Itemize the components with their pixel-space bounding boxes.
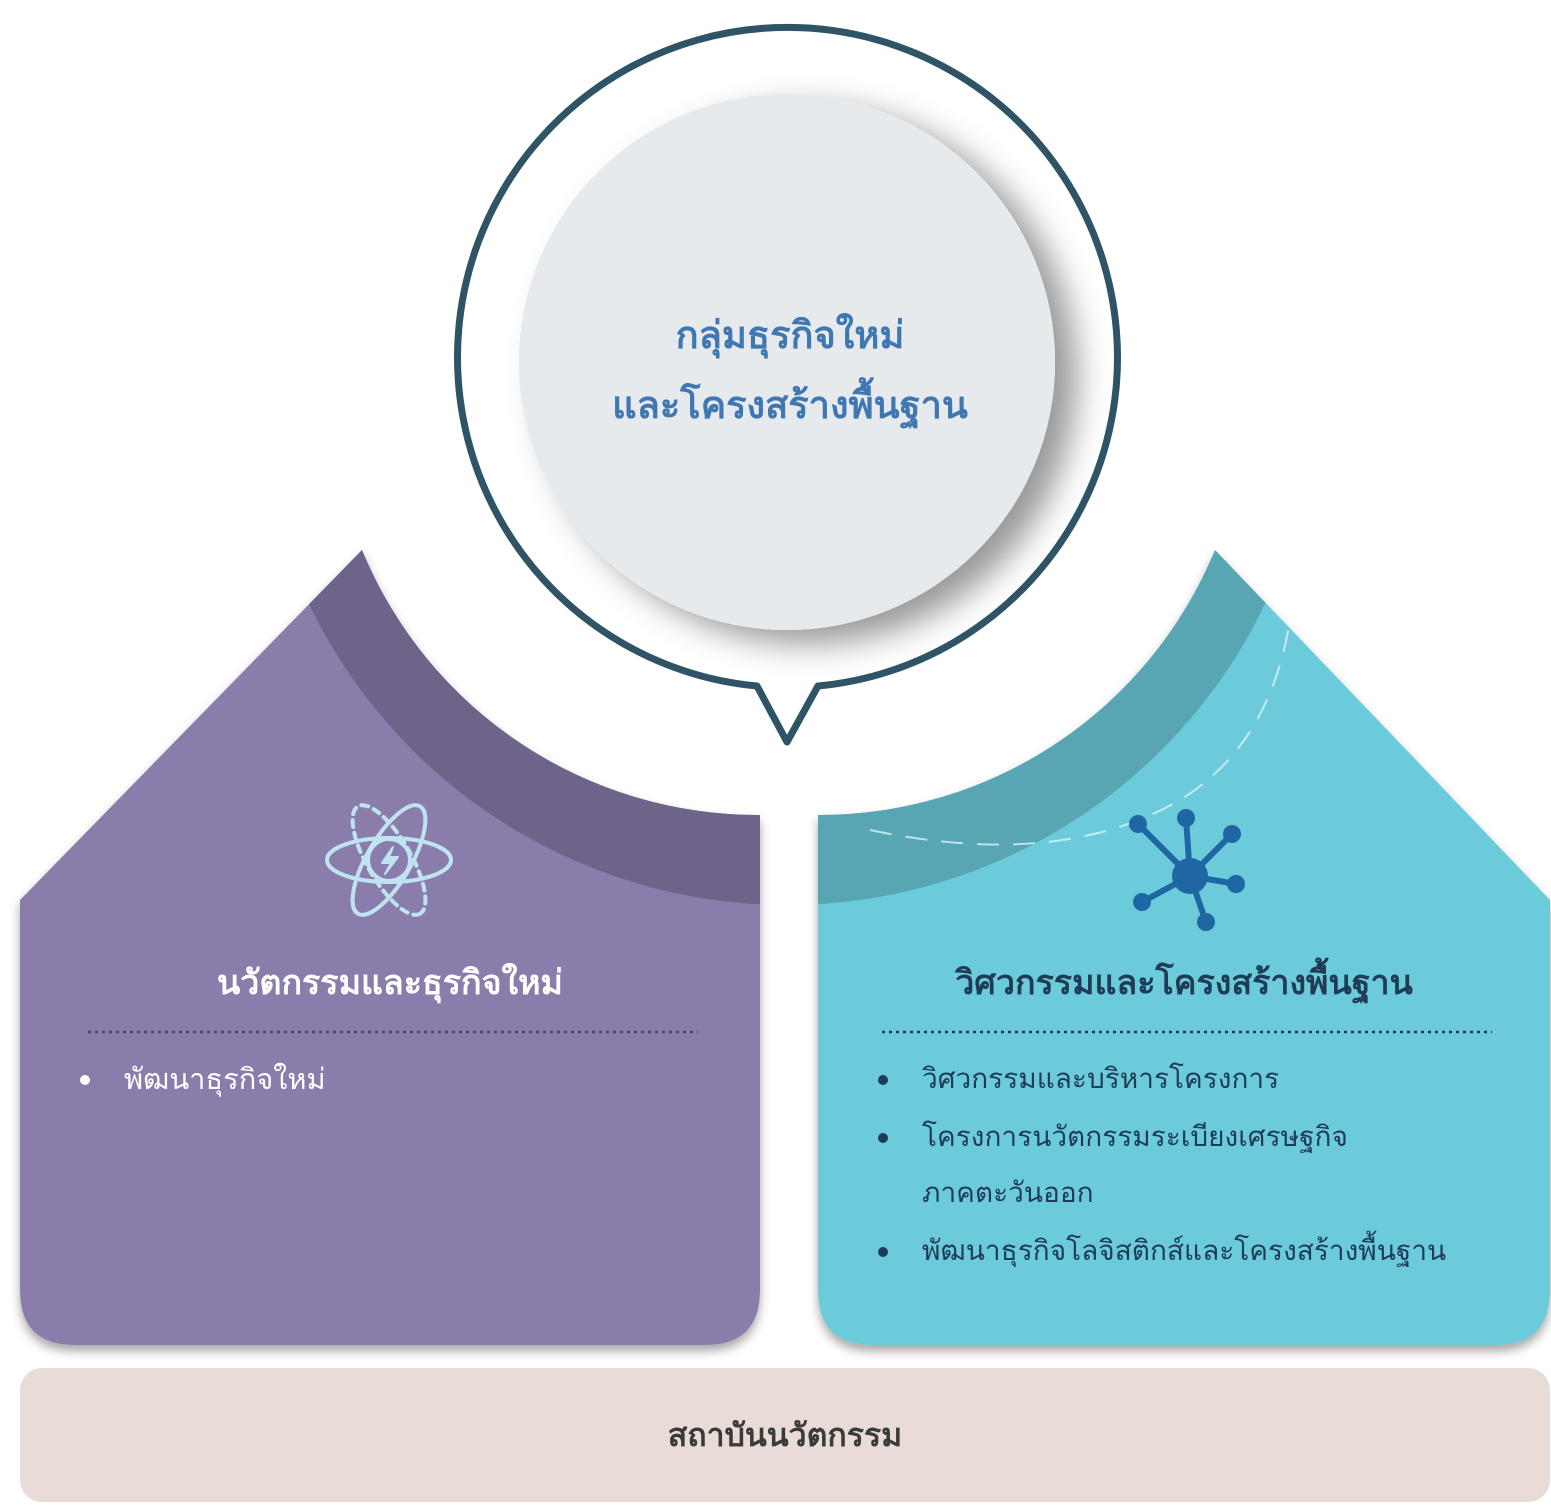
center-title: กลุ่มธุรกิจใหม่ และโครงสร้างพื้นฐาน: [520, 300, 1060, 440]
network-nodes-icon: [1129, 809, 1245, 931]
bottom-bar-label: สถาบันนวัตกรรม: [667, 1416, 903, 1454]
right-panel-title: วิศวกรรมและโครงสร้างพื้นฐาน: [955, 963, 1413, 1003]
center-title-line1: กลุ่มธุรกิจใหม่: [675, 313, 905, 357]
left-panel-title: นวัตกรรมและธุรกิจใหม่: [217, 963, 563, 1003]
left-panel-shape: [20, 550, 760, 1345]
list-item: โครงการนวัตกรรมระเบียงเศรษฐกิจ: [876, 1108, 1536, 1166]
center-title-line2: และโครงสร้างพื้นฐาน: [612, 383, 968, 427]
list-item: พัฒนาธุรกิจโลจิสติกส์และโครงสร้างพื้นฐาน: [876, 1222, 1536, 1280]
right-panel: [818, 550, 1550, 1345]
right-panel-shape: [818, 550, 1550, 1345]
right-bullet-list: วิศวกรรมและบริหารโครงการ โครงการนวัตกรรม…: [876, 1050, 1536, 1280]
left-panel: [20, 550, 760, 1345]
list-item: วิศวกรรมและบริหารโครงการ: [876, 1050, 1536, 1108]
list-item-continuation: ภาคตะวันออก: [922, 1176, 1094, 1209]
atom-lightning-icon: [325, 803, 453, 917]
left-bullet-list: พัฒนาธุรกิจใหม่: [78, 1050, 738, 1108]
bottom-bar: [20, 1368, 1550, 1502]
list-item: พัฒนาธุรกิจใหม่: [78, 1050, 738, 1108]
